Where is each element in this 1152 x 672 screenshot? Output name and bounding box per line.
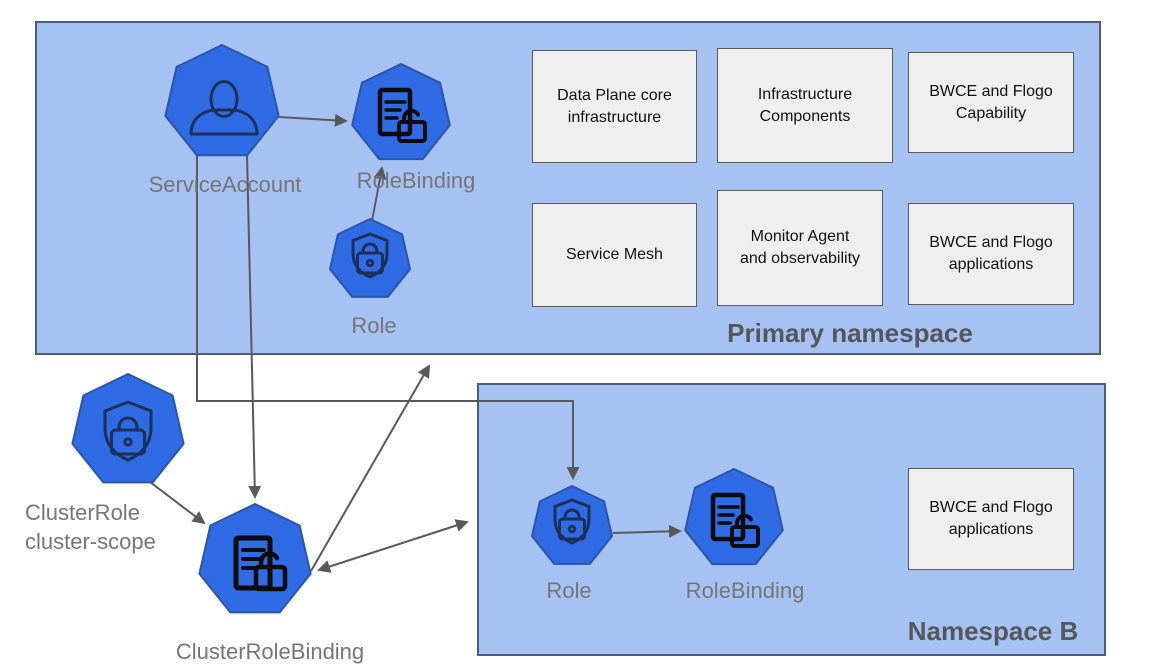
namespace-b-label: Namespace B (907, 616, 1079, 646)
box-bwce-applications-label: BWCE and Flogo applications (929, 234, 1053, 273)
box-infrastructure-components: Infrastructure Components (717, 48, 893, 163)
role-binding-primary-label: RoleBinding (356, 168, 476, 193)
box-bwce-capability-label: BWCE and Flogo Capability (929, 82, 1053, 122)
cluster-role-label: ClusterRole cluster-scope (25, 500, 156, 555)
role-namespace-b-label: Role (546, 578, 592, 603)
box-monitor-agent-label: Monitor Agent and observability (739, 228, 861, 267)
arrow-clusterrolebinding-to-primary-namespace (310, 364, 430, 572)
box-data-plane-label: Data Plane core infrastructure (557, 86, 672, 126)
role-binding-namespace-b-label: RoleBinding (685, 578, 805, 603)
cluster-role-heptagon (71, 373, 185, 484)
arrow-clusterrolebinding-namespace-b-bidirectional (317, 519, 469, 573)
role-primary-label: Role (351, 313, 397, 338)
box-bwce-applications-b-label: BWCE and Flogo applications (929, 499, 1053, 538)
cluster-role-node (71, 373, 185, 484)
service-account-label: ServiceAccount (148, 172, 302, 197)
box-monitor-agent-observability: Monitor Agent and observability (717, 190, 883, 306)
arrow-clusterrole-to-clusterrolebinding (149, 481, 206, 525)
box-infrastructure-label: Infrastructure Components (757, 85, 853, 125)
cluster-role-binding-heptagon (198, 503, 312, 614)
box-data-plane-core-infrastructure: Data Plane core infrastructure (532, 50, 697, 163)
primary-namespace-label: Primary namespace (727, 318, 973, 348)
box-bwce-flogo-applications-primary: BWCE and Flogo applications (908, 203, 1074, 305)
box-service-mesh-label: Service Mesh (566, 246, 663, 264)
cluster-role-binding-label: ClusterRoleBinding (175, 639, 365, 664)
shield-lock-icon (103, 400, 153, 462)
box-bwce-flogo-capability: BWCE and Flogo Capability (908, 52, 1074, 153)
document-lock-icon (233, 535, 288, 592)
cluster-role-binding-node (198, 503, 312, 614)
box-service-mesh: Service Mesh (532, 203, 697, 307)
box-bwce-flogo-applications-namespace-b: BWCE and Flogo applications (908, 468, 1074, 570)
